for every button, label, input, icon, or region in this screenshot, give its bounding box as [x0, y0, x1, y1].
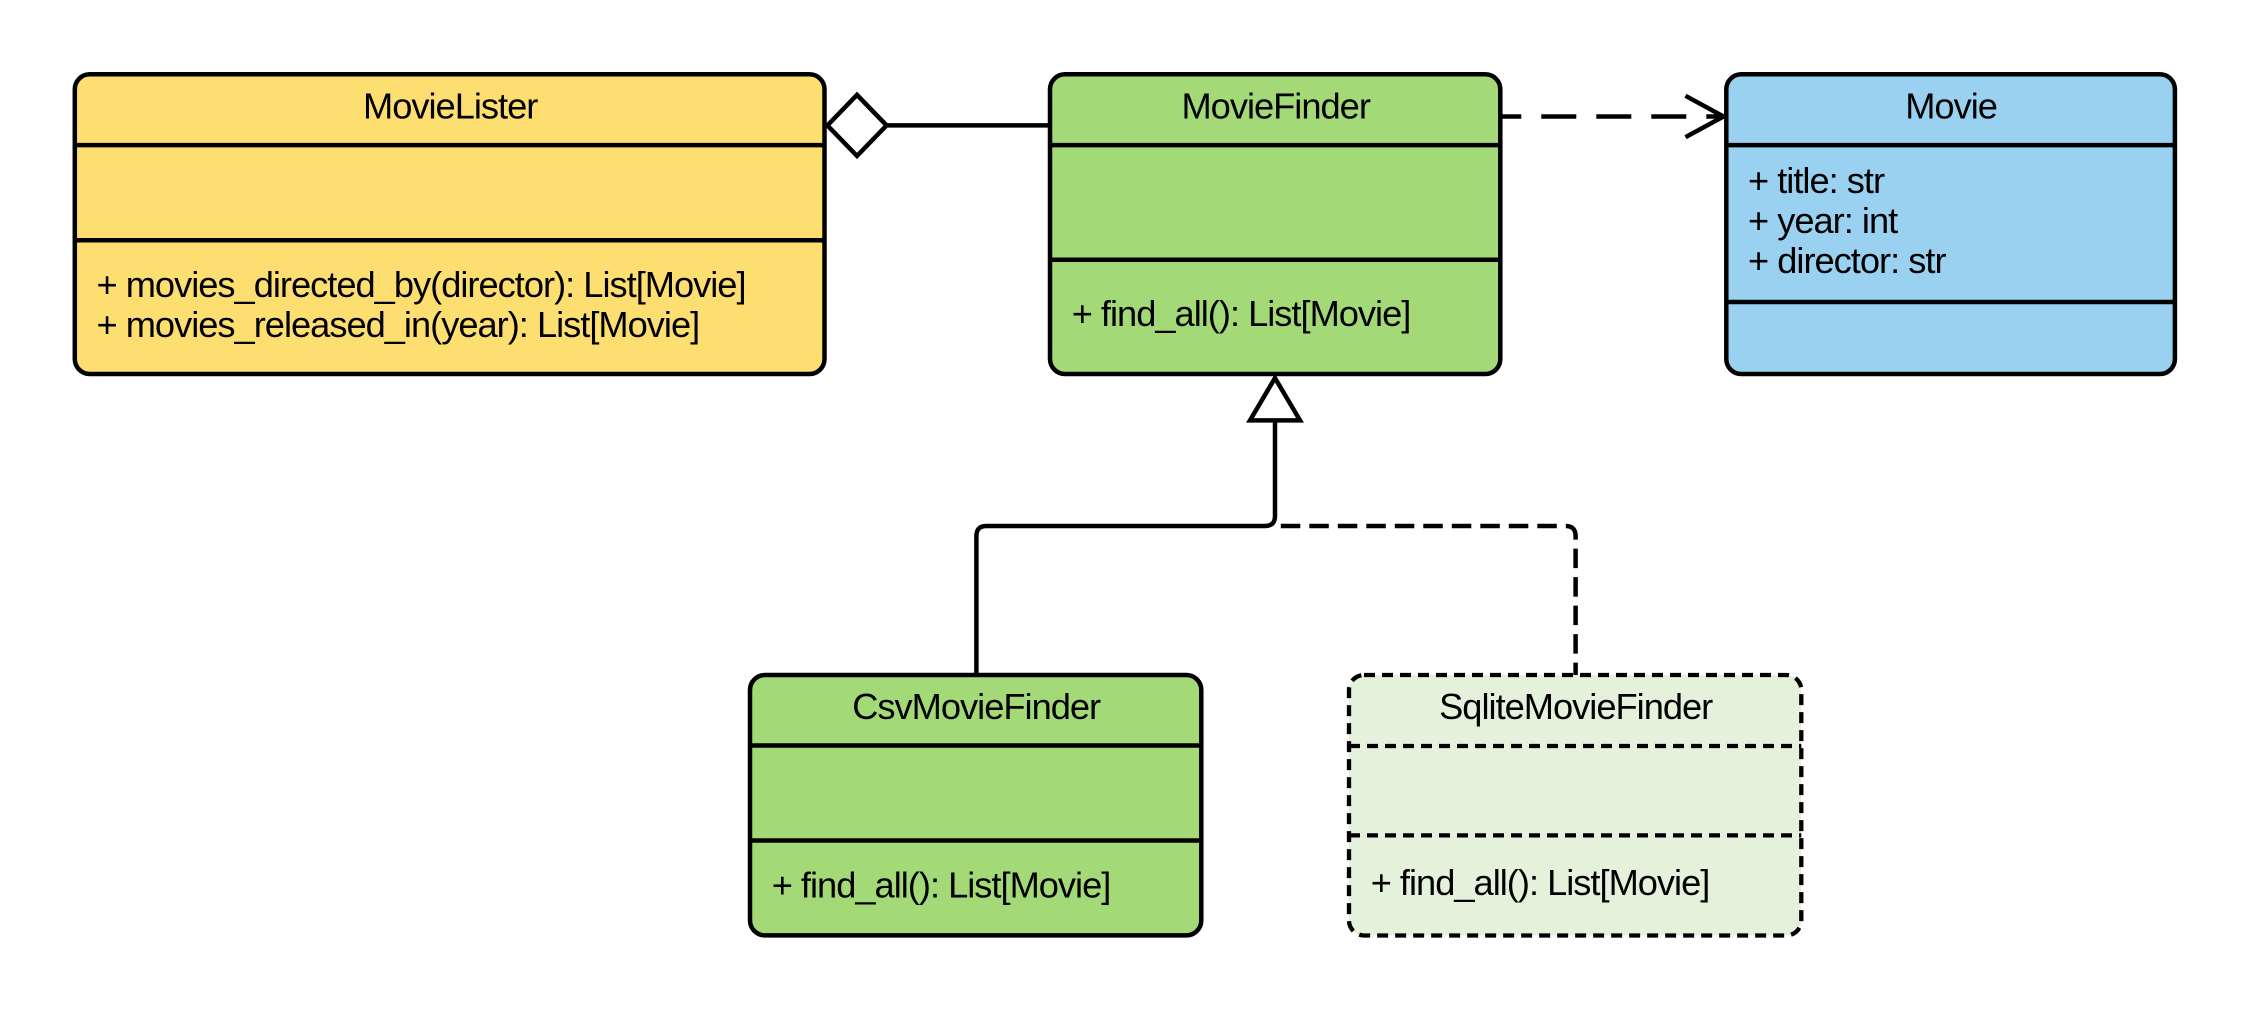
svg-text:+ find_all(): List[Movie]: + find_all(): List[Movie]: [1371, 862, 1710, 903]
svg-text:+ title: str: + title: str: [1748, 160, 1885, 201]
svg-text:+ movies_directed_by(director): + movies_directed_by(director): List[Mov…: [97, 264, 746, 305]
svg-text:SqliteMovieFinder: SqliteMovieFinder: [1439, 686, 1713, 727]
svg-text:Movie: Movie: [1905, 85, 1997, 126]
svg-text:+ find_all(): List[Movie]: + find_all(): List[Movie]: [772, 865, 1111, 906]
svg-text:MovieFinder: MovieFinder: [1181, 85, 1370, 126]
svg-text:+ find_all(): List[Movie]: + find_all(): List[Movie]: [1072, 293, 1411, 334]
svg-text:+ year: int: + year: int: [1748, 200, 1898, 241]
svg-text:MovieLister: MovieLister: [363, 85, 538, 126]
svg-text:CsvMovieFinder: CsvMovieFinder: [852, 686, 1101, 727]
svg-text:+ director: str: + director: str: [1748, 240, 1946, 281]
svg-text:+ movies_released_in(year): Li: + movies_released_in(year): List[Movie]: [97, 304, 700, 345]
